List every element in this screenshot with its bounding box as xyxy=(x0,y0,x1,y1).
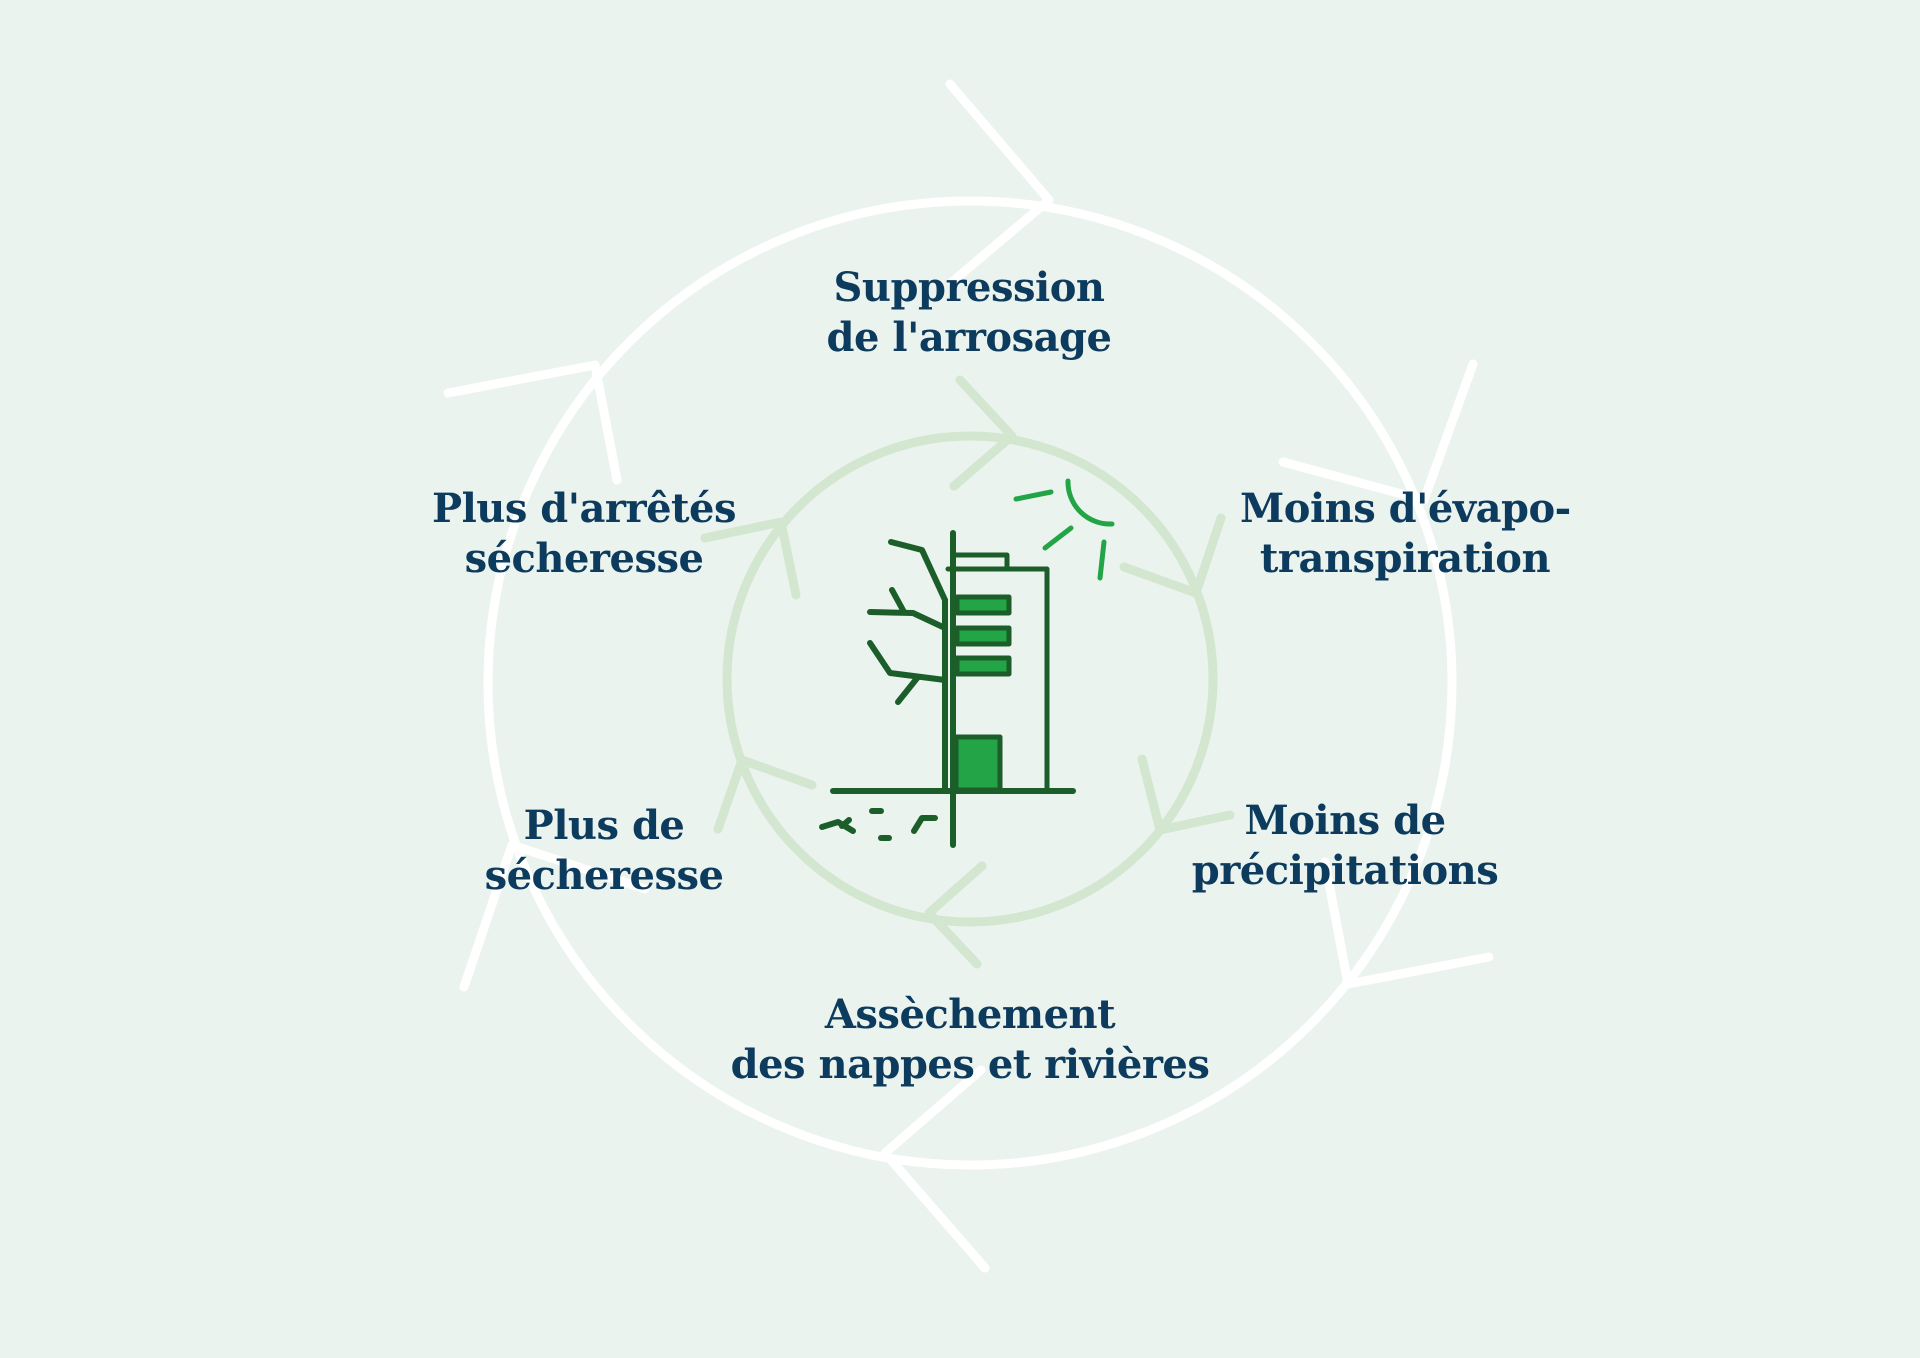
cycle-step-label: Moins d'évapo- transpiration xyxy=(1240,484,1571,584)
dead-tree-icon xyxy=(819,530,1076,848)
outer-arrow-top xyxy=(945,79,1054,287)
dead-tree-building-sun-icon xyxy=(819,478,1115,848)
outer-arrow-lower-right xyxy=(1320,857,1494,989)
cycle-step-label: Plus de sécheresse xyxy=(454,801,754,901)
inner-arrow-lower-right xyxy=(1137,754,1235,835)
cycle-step-label: Moins de précipitations xyxy=(1190,796,1500,896)
outer-arrow-upper-left xyxy=(443,360,622,485)
step-line: Suppression xyxy=(833,264,1105,311)
outer-arrow-lower-left xyxy=(459,840,650,992)
step-line: sécheresse xyxy=(464,535,704,582)
cycle-step-label: Suppression de l'arrosage xyxy=(819,263,1119,363)
step-line: transpiration xyxy=(1259,535,1551,582)
inner-arrow-top xyxy=(949,375,1017,491)
step-line: Plus de xyxy=(523,802,685,849)
step-line: Assèchement xyxy=(824,991,1116,1038)
step-line: Plus d'arrêtés xyxy=(432,485,736,532)
inner-arrow-right xyxy=(1119,513,1226,598)
inner-arrow-bottom xyxy=(924,861,987,969)
sun-icon xyxy=(1013,478,1115,581)
cycle-step-label: Plus d'arrêtés sécheresse xyxy=(424,484,744,584)
step-line: précipitations xyxy=(1191,847,1499,894)
outer-arrow-bottom xyxy=(880,1065,990,1273)
step-line: Moins de xyxy=(1244,797,1446,844)
inner-cycle-arrows xyxy=(700,375,1235,969)
building-icon xyxy=(945,552,1050,793)
cycle-step-label: Assèchement des nappes et rivières xyxy=(730,990,1210,1090)
step-line: des nappes et rivières xyxy=(730,1041,1210,1088)
step-line: Moins d'évapo- xyxy=(1240,485,1571,532)
outer-cycle-arrows xyxy=(443,79,1494,1273)
step-line: de l'arrosage xyxy=(826,314,1112,361)
outer-arrow-upper-right xyxy=(1278,359,1478,505)
inner-arrow-left xyxy=(713,755,817,834)
step-line: sécheresse xyxy=(484,852,724,899)
outer-cycle-ring xyxy=(483,196,1457,1170)
inner-cycle-ring xyxy=(722,431,1218,927)
inner-arrow-upper-left xyxy=(700,517,801,600)
